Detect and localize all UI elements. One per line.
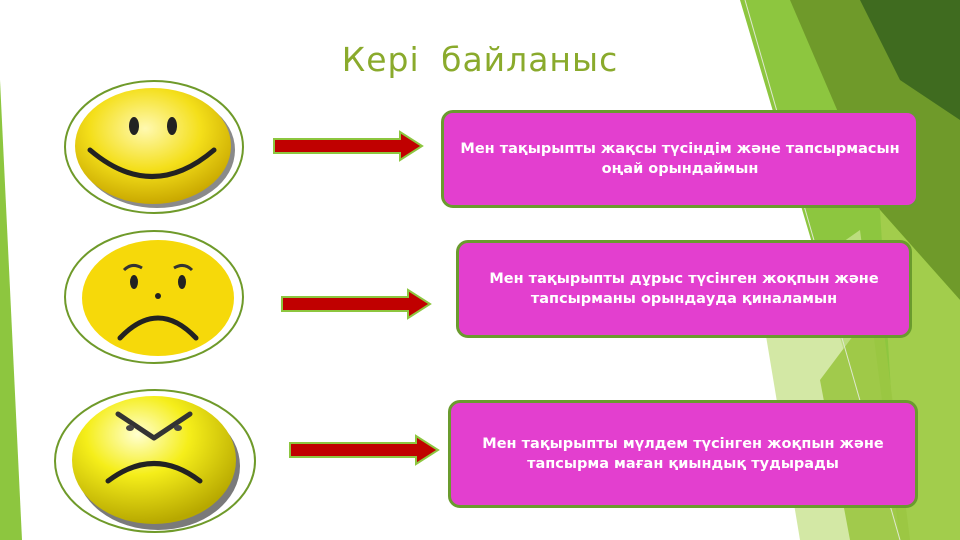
left-accent-shape (0, 80, 22, 540)
slide-title: Кері байланыс (341, 40, 619, 79)
feedback-text: Мен тақырыпты дұрыс түсінген жоқпын және… (489, 271, 879, 307)
sad-face-icon (64, 230, 244, 364)
feedback-text: Мен тақырыпты мүлдем түсінген жоқпын жән… (482, 436, 884, 472)
arrow-right-icon (273, 130, 424, 162)
feedback-box-good: Мен тақырыпты жақсы түсіндім және тапсыр… (441, 110, 919, 208)
feedback-box-medium: Мен тақырыпты дұрыс түсінген жоқпын және… (456, 240, 912, 338)
right-facet-darkest (860, 0, 960, 120)
feedback-text: Мен тақырыпты жақсы түсіндім және тапсыр… (460, 141, 900, 177)
happy-face-icon (64, 80, 244, 214)
angry-face-icon (54, 389, 256, 533)
feedback-box-bad: Мен тақырыпты мүлдем түсінген жоқпын жән… (448, 400, 918, 508)
arrow-right-icon (281, 288, 432, 320)
arrow-right-icon (289, 434, 440, 466)
